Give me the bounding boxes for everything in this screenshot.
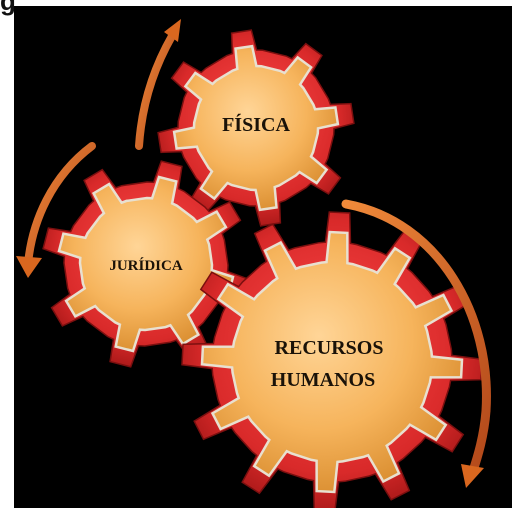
recursos-label-line1: RECURSOS bbox=[275, 337, 384, 359]
juridica-label: JURÍDICA bbox=[109, 257, 183, 274]
gears-diagram: FÍSICA JURÍDICA RECURSOS HUMANOS bbox=[14, 6, 512, 508]
fisica-label: FÍSICA bbox=[222, 113, 290, 136]
gear-inner-body bbox=[202, 232, 462, 492]
arrow-top bbox=[139, 19, 181, 146]
recursos-label-line2: HUMANOS bbox=[271, 369, 375, 391]
gears-svg: FÍSICA JURÍDICA RECURSOS HUMANOS bbox=[14, 6, 512, 508]
